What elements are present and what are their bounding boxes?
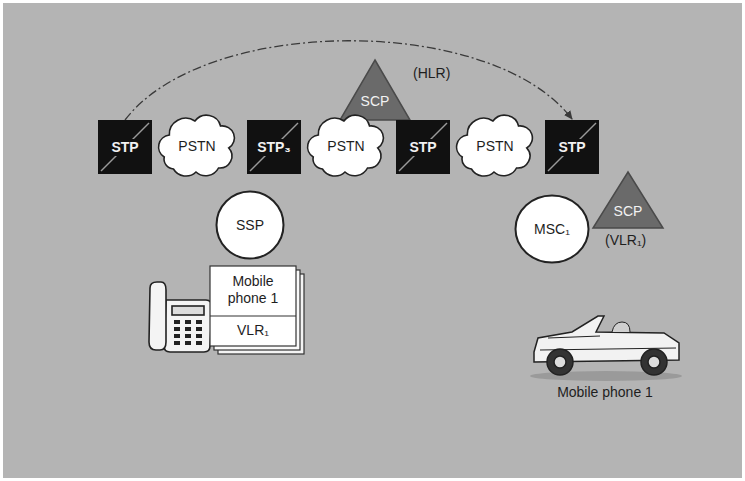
circle-outline [217,192,284,259]
stp-slash [250,123,298,171]
stp-box: STP [98,120,152,174]
stp-square [247,120,301,174]
cloud-outline [308,115,384,176]
signalling-path [125,41,572,120]
stp-box: STP [545,120,599,174]
stp-slash [548,123,596,171]
node-label: VLR₁ [237,322,269,339]
node-label: SCP [614,203,643,220]
telephone-icon [149,282,212,352]
msc-circle: MSC₁ [514,194,590,264]
ssp-circle: SSP [215,190,285,260]
card-outline [210,266,296,346]
stp-box: STP [396,120,450,174]
stp-square [396,120,450,174]
stp-label: STP [407,139,438,156]
stp-square [545,120,599,174]
node-label: Mobile phone 1 [212,273,294,307]
node-label: SSP [236,217,264,234]
scp-triangle: SCP (HLR) [340,60,470,122]
stp-label: STP [556,139,587,156]
node-label: PSTN [178,138,215,155]
card-divider [210,315,296,316]
node-outline [340,60,470,122]
node-label: PSTN [327,138,364,155]
node-label: (VLR₁) [605,232,646,249]
cloud-outline [457,115,533,176]
triangle-outline [593,172,663,228]
stp-label: STP₃ [255,139,293,156]
stp-slash [399,123,447,171]
node-label: PSTN [476,138,513,155]
pstn-cloud: PSTN [154,112,240,180]
scp-triangle: SCP (VLR₁) [593,172,669,252]
stp-slash [101,123,149,171]
node-label: (HLR) [413,65,450,82]
cloud-outline [159,115,235,176]
vehicle-label: Mobile phone 1 [557,384,653,401]
pstn-cloud: PSTN [303,112,389,180]
stp-box: STP₃ [247,120,301,174]
node-label: SCP [361,93,390,110]
record-card: Mobile phone 1 VLR₁ [210,266,296,346]
label-holder: Mobile phone 1 [530,384,680,401]
node-label: MSC₁ [534,221,570,238]
pstn-cloud: PSTN [452,112,538,180]
stp-square [98,120,152,174]
stp-label: STP [109,139,140,156]
circle-outline [516,196,589,263]
car-icon [530,316,682,381]
triangle-outline [340,60,410,120]
